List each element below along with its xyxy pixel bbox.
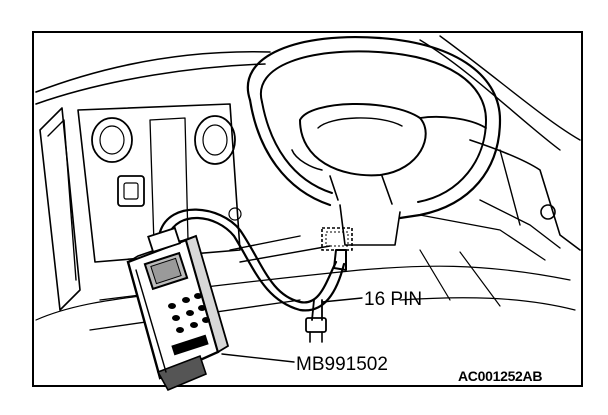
- tool-label: MB991502: [296, 354, 388, 375]
- left-door-panel: [35, 107, 141, 321]
- tester-base: [156, 354, 207, 392]
- right-dash: [419, 139, 581, 261]
- air-vent-left: [91, 117, 133, 163]
- leader-connector: [321, 297, 363, 303]
- figure-code-label: AC001252AB: [458, 368, 543, 384]
- switch-panel: [117, 175, 145, 207]
- handheld-tester: [126, 226, 230, 392]
- connector-label: 16 PIN: [364, 289, 423, 310]
- steering-hub: [299, 103, 427, 177]
- tester-cable: [158, 208, 347, 343]
- border-frame: [32, 31, 583, 387]
- leader-tool: [221, 353, 295, 363]
- steering-wheel: [246, 36, 502, 220]
- floor-area: [89, 249, 576, 331]
- air-vent-right: [194, 115, 236, 165]
- dashboard-top: [35, 35, 581, 151]
